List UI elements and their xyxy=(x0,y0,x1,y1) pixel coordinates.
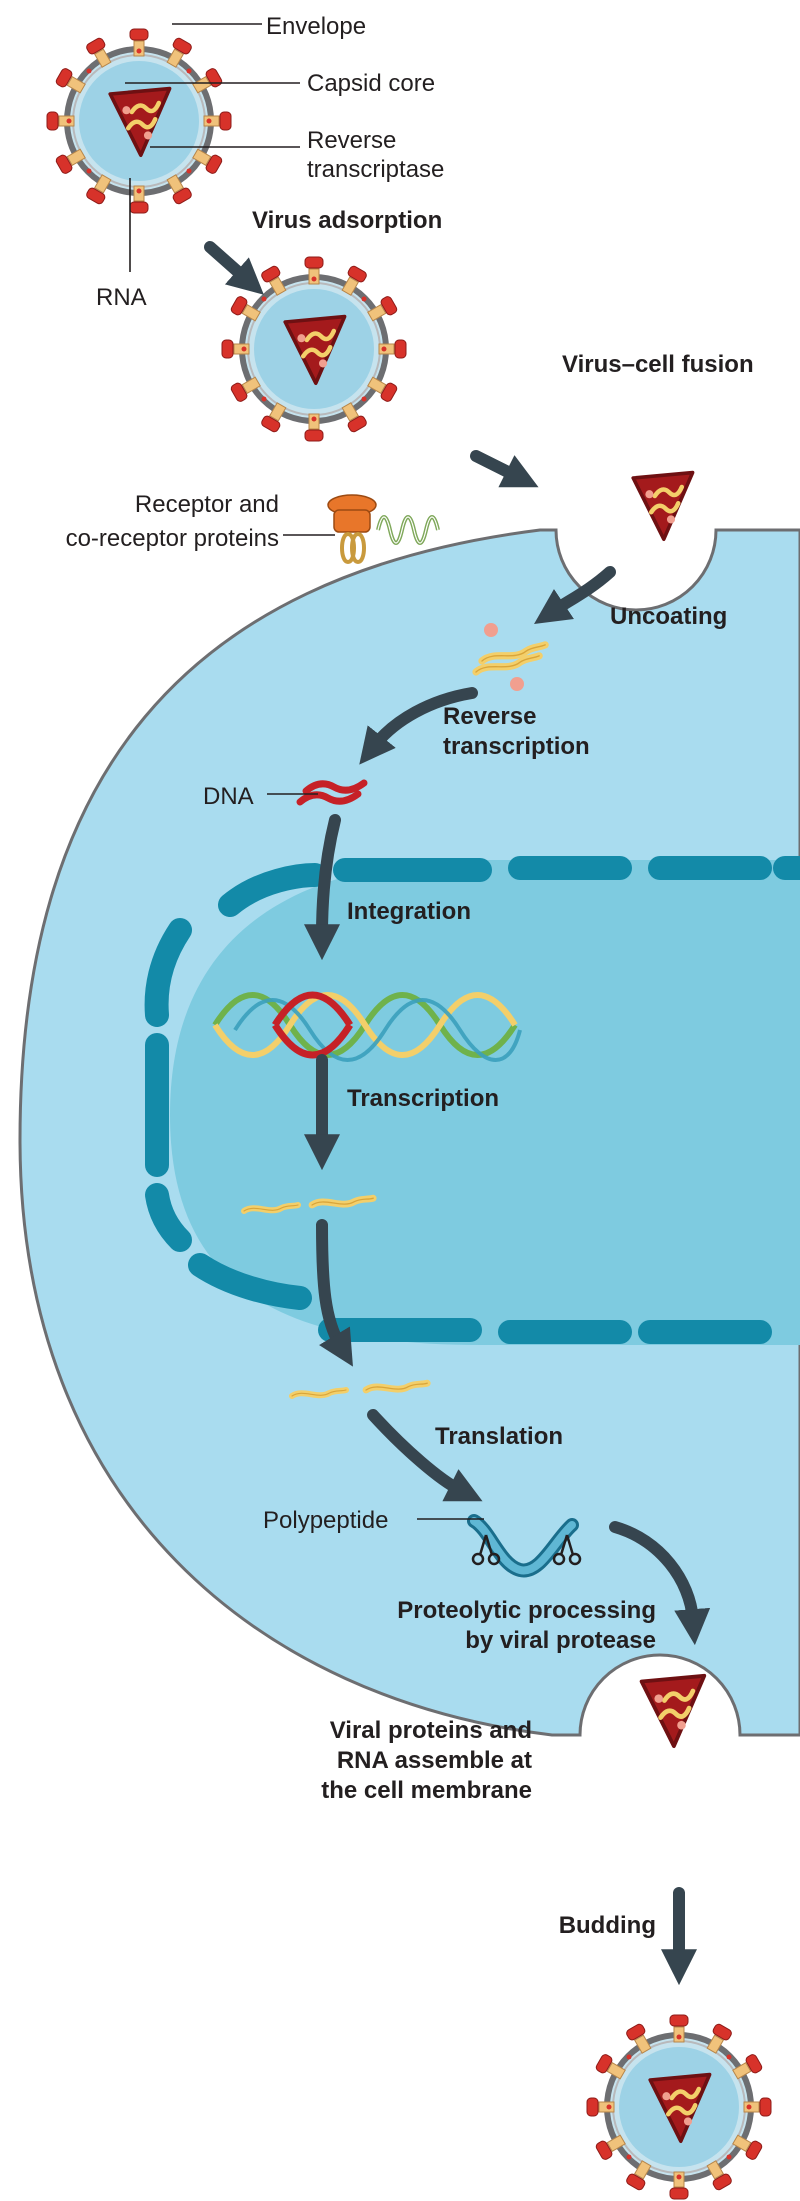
stage-reverse-transcription-2: transcription xyxy=(443,733,590,760)
label-polypeptide: Polypeptide xyxy=(263,1507,388,1534)
stage-virus-cell-fusion: Virus–cell fusion xyxy=(562,351,754,378)
viral-dna xyxy=(296,779,368,806)
integrated-dna-helix xyxy=(212,991,522,1062)
budded-virus-particle xyxy=(587,2015,771,2199)
label-capsid-core: Capsid core xyxy=(307,70,435,97)
label-dna: DNA xyxy=(203,783,254,810)
stage-assembly-2: RNA assemble at xyxy=(337,1747,532,1774)
arrow-integration xyxy=(304,814,341,961)
nuclear-envelope xyxy=(144,856,800,1344)
label-receptor-2: co-receptor proteins xyxy=(66,525,279,552)
leader-lines xyxy=(125,23,484,1520)
scissors-icon xyxy=(552,1534,582,1566)
fusing-virus-particle xyxy=(544,408,728,592)
label-envelope: Envelope xyxy=(266,13,366,40)
stage-proteolytic-2: by viral protease xyxy=(465,1627,656,1654)
arrow-translation xyxy=(367,1409,483,1502)
adsorbing-virus-particle xyxy=(222,257,406,441)
polypeptide-with-protease xyxy=(467,1514,582,1578)
label-reverse-transcriptase-2: transcriptase xyxy=(307,156,444,183)
label-reverse-transcriptase-1: Reverse xyxy=(307,127,396,154)
label-rna: RNA xyxy=(96,284,147,311)
arrow-uncoating xyxy=(534,566,616,624)
stage-translation: Translation xyxy=(435,1423,563,1450)
stage-assembly-3: the cell membrane xyxy=(321,1777,532,1804)
uncoated-rna xyxy=(475,623,546,691)
arrow-nuclear-export xyxy=(316,1219,353,1367)
stage-reverse-transcription-1: Reverse xyxy=(443,703,536,730)
stage-transcription: Transcription xyxy=(347,1085,499,1112)
receptor-proteins xyxy=(327,494,440,565)
stage-uncoating: Uncoating xyxy=(610,603,727,630)
free-virus-particle xyxy=(47,29,231,213)
scissors-icon xyxy=(471,1534,501,1566)
label-receptor-1: Receptor and xyxy=(135,491,279,518)
arrow-adsorption xyxy=(204,241,264,295)
assembling-virus-particle xyxy=(568,1676,752,1867)
stage-budding: Budding xyxy=(559,1912,656,1939)
process-arrows xyxy=(204,241,711,1986)
stage-integration: Integration xyxy=(347,898,471,925)
arrow-reverse-transcription xyxy=(359,687,478,765)
stage-virus-adsorption: Virus adsorption xyxy=(252,207,442,234)
arrow-processing xyxy=(609,1521,711,1646)
stage-assembly-1: Viral proteins and xyxy=(330,1717,532,1744)
arrow-fusion xyxy=(470,450,539,488)
stage-proteolytic-1: Proteolytic processing xyxy=(397,1597,656,1624)
